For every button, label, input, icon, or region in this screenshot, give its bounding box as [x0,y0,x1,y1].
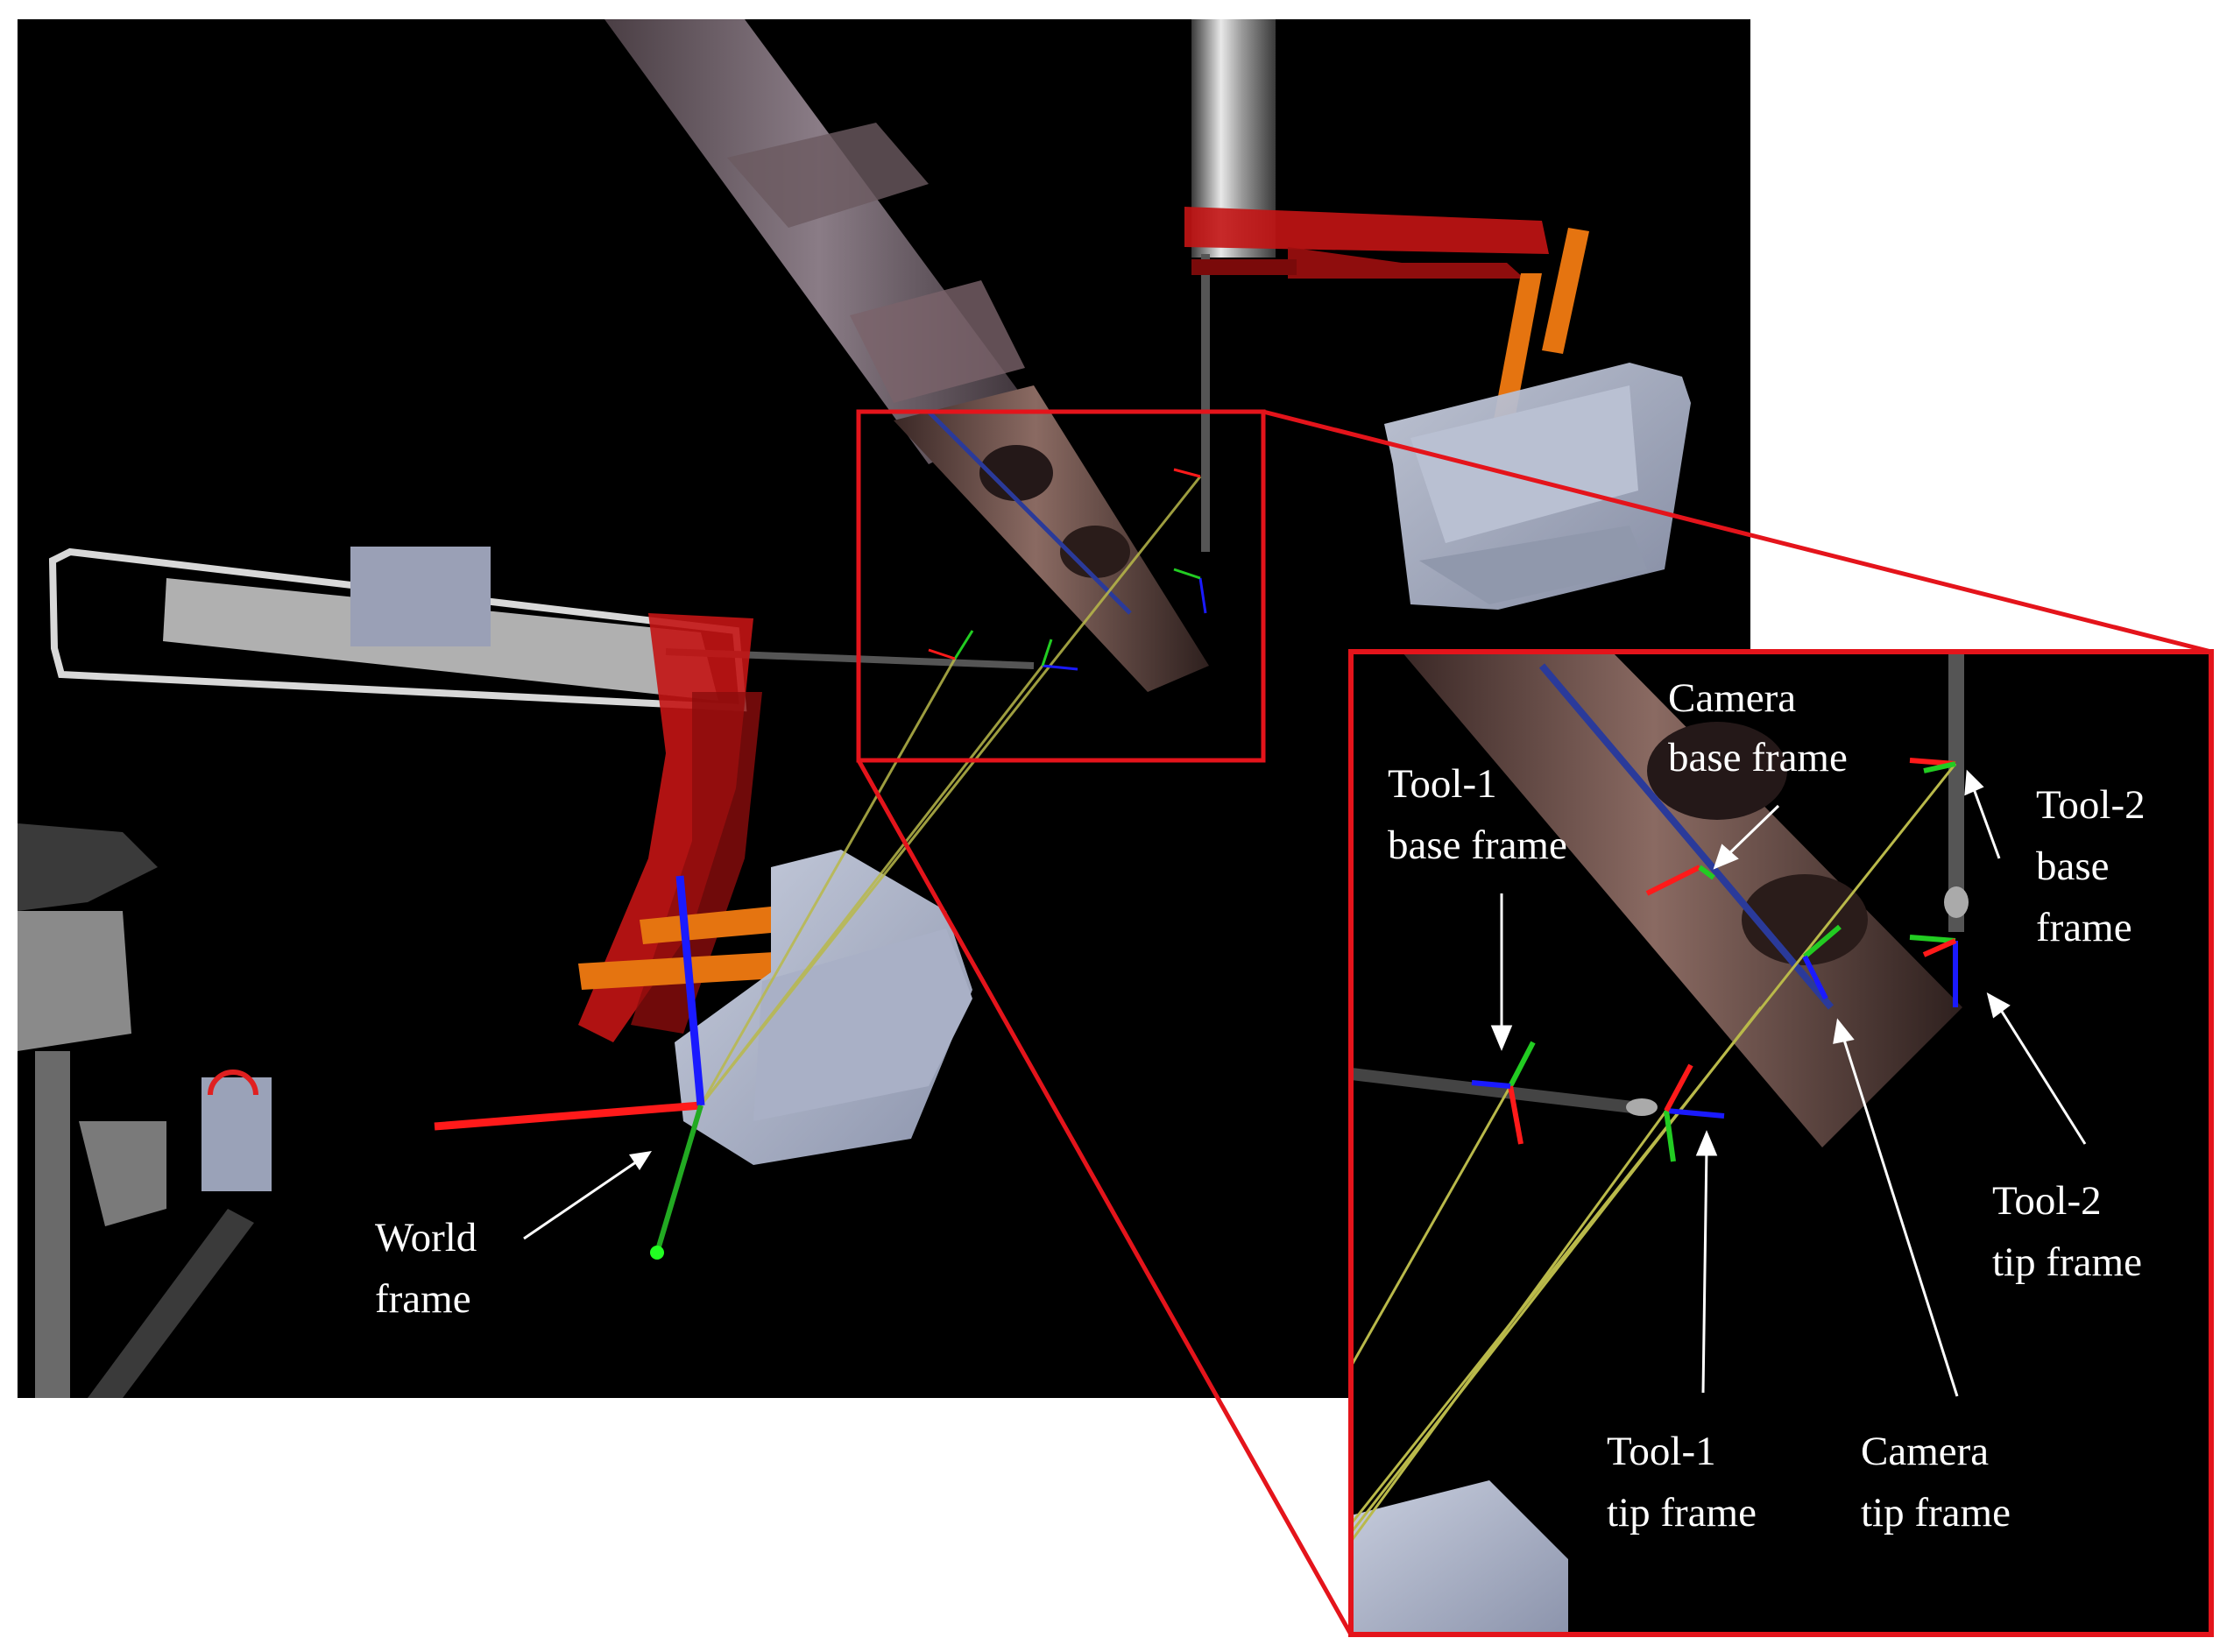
world-frame-annotation [523,1151,652,1240]
small-frames-main [928,468,1207,671]
bottom-left-structure [18,823,272,1398]
top-right-red-arm [1184,207,1549,279]
world-z-axis [675,875,705,1106]
label-tool1-base-frame: Tool-1 base frame [1388,761,1567,868]
top-right-console [1384,363,1691,610]
zoom-inset-panel: Camera base frame Tool-1 base frame Tool… [1348,649,2214,1637]
inset-camera-arm [1402,652,1962,1147]
inset-annotation-arrows [1490,769,2087,1397]
label-camera-tip-frame: Camera tip frame [1861,1429,2011,1536]
label-tool2-tip-frame: Tool-2 tip frame [1992,1178,2142,1285]
label-tool1-tip-frame: Tool-1 tip frame [1607,1429,1757,1536]
inset-sight-lines [1351,763,1957,1543]
inset-tool2-shaft [1948,652,1964,932]
inset-border [1348,649,2214,1637]
bottom-console [675,850,972,1165]
inset-frames [1471,758,1958,1162]
inset-console [1351,1480,1568,1634]
label-camera-base-frame: Camera base frame [1668,675,1848,780]
left-red-arm [578,613,762,1042]
inset-tool1-shaft [1351,1068,1648,1115]
diagonal-camera-arm [604,19,1209,692]
world-frame-axes [434,875,705,1260]
zoom-highlight-box [856,409,1266,763]
world-y-axis [654,1105,703,1253]
world-frame-label: World frame [375,1215,487,1322]
label-tool2-base-frame: Tool-2 base frame [2036,782,2155,950]
inset-background [1351,652,2211,1634]
world-x-axis [434,1101,702,1131]
tool2-shaft [1201,254,1210,552]
zoom-connector-lines [856,409,2212,1636]
sight-lines [699,476,1202,1106]
